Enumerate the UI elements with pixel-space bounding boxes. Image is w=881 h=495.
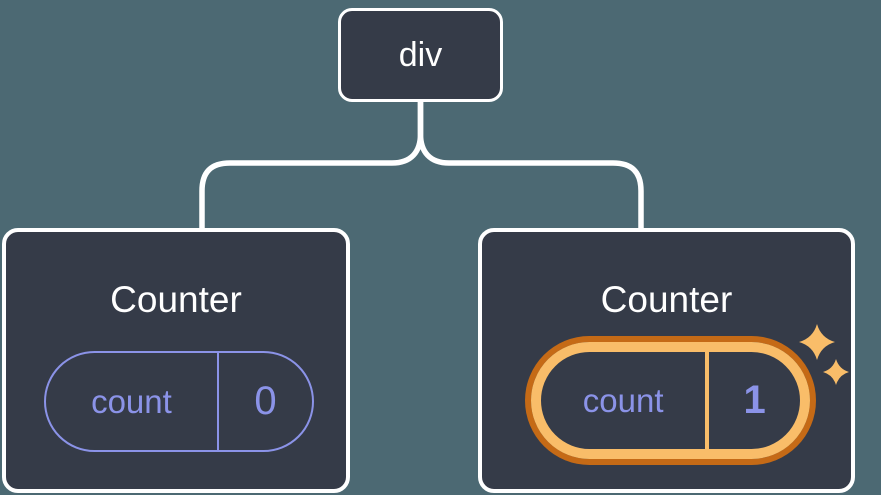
state-pill-highlighted: count 1	[531, 342, 810, 459]
state-key: count	[46, 353, 219, 450]
root-node-label: div	[398, 35, 443, 74]
state-value: 0	[254, 379, 277, 423]
component-name: Counter	[600, 279, 733, 320]
component-name: Counter	[110, 279, 242, 320]
counter-card-right: Counter count 1	[478, 228, 855, 493]
state-pill: count 0	[44, 351, 314, 452]
state-key: count	[541, 352, 710, 449]
state-value: 1	[743, 378, 766, 422]
connector-branch-right	[417, 100, 644, 230]
sparkle-small	[823, 359, 849, 385]
sparkle-large	[799, 324, 835, 360]
sparkles-icon	[799, 324, 849, 385]
counter-card-left: Counter count 0	[2, 228, 350, 493]
tree-node-div: div	[338, 8, 503, 102]
connector-branch-left	[199, 100, 424, 230]
